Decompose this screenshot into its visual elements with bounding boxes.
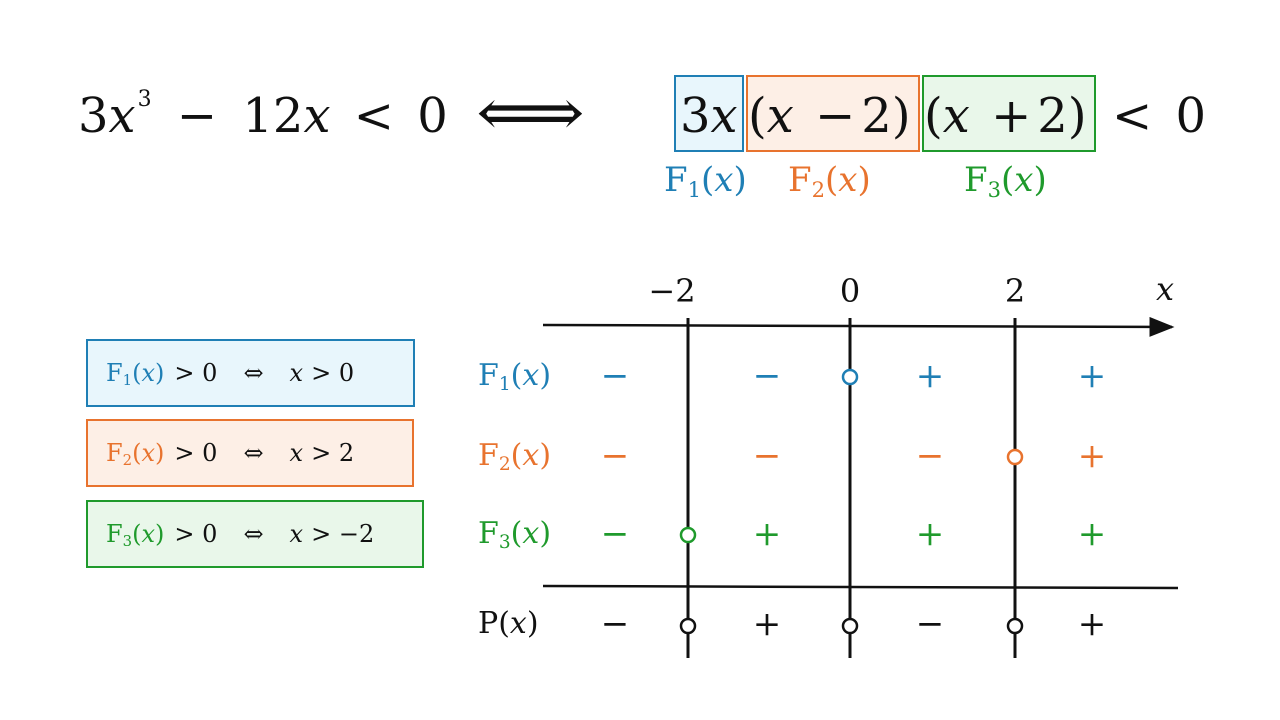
original-inequality: 3x3 − 12x < 0 [78, 89, 448, 141]
critical-value-minus2: −2 [648, 272, 696, 310]
f1-coef: 3 [680, 88, 711, 144]
f1-var: x [710, 88, 738, 144]
row-label-product: P(x) [478, 606, 539, 641]
sign-p-2: + [752, 604, 782, 644]
factored-inequality: 3x [680, 92, 738, 140]
x-axis-arrow [542, 316, 1175, 337]
sign-f3-3: + [915, 514, 945, 554]
sign-p-3: − [915, 604, 945, 644]
zero-marker-p-minus2 [679, 617, 697, 635]
f2-var: x [766, 88, 794, 144]
factor-3-label: F3(x) [964, 160, 1047, 202]
f3-num: 2 [1037, 88, 1068, 144]
sign-f2-3: − [915, 436, 945, 476]
factor-1-box [674, 75, 744, 152]
lhs-minus: − [176, 88, 218, 144]
sign-f1-1: − [600, 356, 630, 396]
lhs-exponent: 3 [137, 87, 152, 112]
f3-op: + [991, 88, 1032, 144]
lhs-term2-coef: 12 [242, 88, 304, 144]
factor-2-label: F2(x) [788, 160, 871, 202]
rhs-zero: 0 [1175, 88, 1207, 144]
lhs-relation: < [353, 88, 395, 144]
equiv-icon: ⇔ [243, 520, 264, 548]
f2-op: − [815, 88, 856, 144]
axis-variable: x [1155, 270, 1175, 308]
zero-marker-f2 [1006, 448, 1024, 466]
equiv-icon: ⇔ [243, 439, 264, 467]
zero-marker-f3 [679, 526, 697, 544]
sign-f3-1: − [600, 514, 630, 554]
zero-marker-f1 [841, 368, 859, 386]
condition-f1: F1(x) > 0 ⇔ x> 0 [86, 339, 415, 407]
factor-3-box [922, 75, 1096, 152]
equiv-icon: ⇔ [243, 359, 264, 387]
rhs-rel: < [1112, 88, 1153, 144]
f3-open: ( [924, 88, 943, 144]
condition-f2: F2(x) > 0 ⇔ x> 2 [86, 419, 414, 487]
row-label-f3: F3(x) [478, 516, 552, 554]
sign-f2-1: − [600, 436, 630, 476]
lhs-term2-var: x [303, 88, 331, 144]
f2-num: 2 [861, 88, 892, 144]
factor-1-label: F1(x) [664, 160, 747, 202]
product-separator [542, 584, 1179, 590]
lhs-var: x [108, 88, 136, 144]
critical-value-0: 0 [839, 272, 861, 310]
sign-f1-2: − [752, 356, 782, 396]
row-label-f1: F1(x) [478, 358, 552, 396]
sign-p-1: − [600, 604, 630, 644]
f2-close: ) [891, 88, 911, 144]
zero-marker-p-2 [1006, 617, 1024, 635]
f2-open: ( [748, 88, 767, 144]
critical-value-2: 2 [1004, 272, 1026, 310]
sign-f1-4: + [1077, 356, 1107, 396]
sign-f3-2: + [752, 514, 782, 554]
sign-p-4: + [1077, 604, 1107, 644]
f3-var: x [942, 88, 970, 144]
lhs-zero: 0 [417, 88, 448, 144]
sign-f2-2: − [752, 436, 782, 476]
sign-f1-3: + [915, 356, 945, 396]
condition-f3: F3(x) > 0 ⇔ x> −2 [86, 500, 424, 568]
f3-close: ) [1067, 88, 1087, 144]
sign-f3-4: + [1077, 514, 1107, 554]
row-label-f2: F2(x) [478, 438, 552, 476]
factor-3-expr: (x +2) [924, 92, 1087, 140]
factor-2-expr: (x −2) [748, 92, 911, 140]
lhs-coef: 3 [78, 88, 109, 144]
zero-marker-p-0 [841, 617, 859, 635]
rhs-relation: < 0 [1112, 92, 1206, 140]
factor-2-box [746, 75, 920, 152]
sign-f2-4: + [1077, 436, 1107, 476]
equivalence-arrow: ⟺ [476, 74, 585, 151]
